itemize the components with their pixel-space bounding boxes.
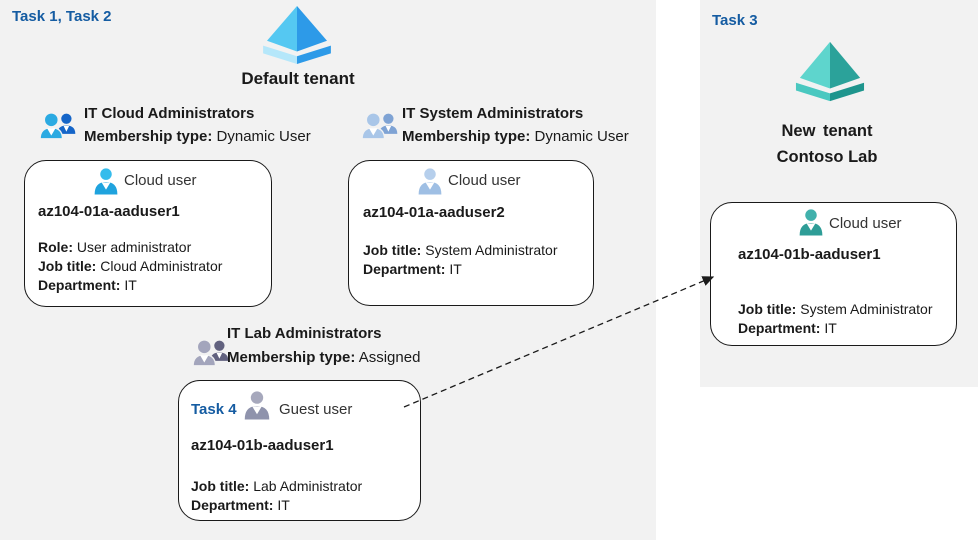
user-attributes: Role: User administrator Job title: Clou… (38, 239, 223, 293)
user-kind-label: Cloud user (124, 172, 197, 189)
user-name: az104-01a-aaduser2 (363, 204, 505, 221)
user-name: az104-01b-aaduser1 (738, 246, 881, 263)
card-guest-user-az104-01b-aaduser1: Task 4 Guest user az104-01b-aaduser1 Job… (178, 380, 421, 521)
cloud-user-icon (798, 208, 824, 237)
user-attributes: Job title: Lab Administrator Department:… (191, 478, 363, 513)
user-name: az104-01a-aaduser1 (38, 203, 180, 220)
group-membership-lab-admins: Membership type: Assigned (227, 349, 421, 366)
group-icon-lab-admins (192, 336, 230, 370)
task12-label: Task 1, Task 2 (12, 8, 112, 25)
new-tenant-label-line2: Contoso Lab (776, 148, 878, 166)
default-tenant-label: Default tenant (241, 69, 355, 88)
user-attributes: Job title: System Administrator Departme… (363, 242, 558, 277)
group-membership-system-admins: Membership type: Dynamic User (402, 128, 629, 145)
new-tenant-label-line1: New tenant (781, 122, 873, 140)
group-membership-cloud-admins: Membership type: Dynamic User (84, 128, 311, 145)
user-kind-label: Guest user (279, 401, 353, 418)
user-name: az104-01b-aaduser1 (191, 437, 334, 454)
task4-label: Task 4 (191, 401, 237, 418)
group-title-cloud-admins: IT Cloud Administrators (84, 105, 255, 122)
user-kind-label: Cloud user (829, 215, 902, 232)
group-title-system-admins: IT System Administrators (402, 105, 584, 122)
new-tenant-icon (795, 40, 865, 104)
group-title-lab-admins: IT Lab Administrators (227, 325, 382, 342)
guest-user-icon (243, 390, 271, 421)
card-cloud-user-new-tenant: Cloud user az104-01b-aaduser1 Job title:… (710, 202, 957, 346)
task3-label: Task 3 (712, 12, 758, 29)
group-icon-system-admins (361, 109, 399, 143)
cloud-user-icon (93, 167, 119, 196)
group-icon-cloud-admins (39, 109, 77, 143)
user-kind-label: Cloud user (448, 172, 521, 189)
user-attributes: Job title: System Administrator Departme… (738, 301, 933, 336)
card-cloud-user-az104-01a-aaduser2: Cloud user az104-01a-aaduser2 Job title:… (348, 160, 594, 306)
default-tenant-icon (262, 5, 332, 65)
card-cloud-user-az104-01a-aaduser1: Cloud user az104-01a-aaduser1 Role: User… (24, 160, 272, 307)
cloud-user-icon (417, 167, 443, 196)
